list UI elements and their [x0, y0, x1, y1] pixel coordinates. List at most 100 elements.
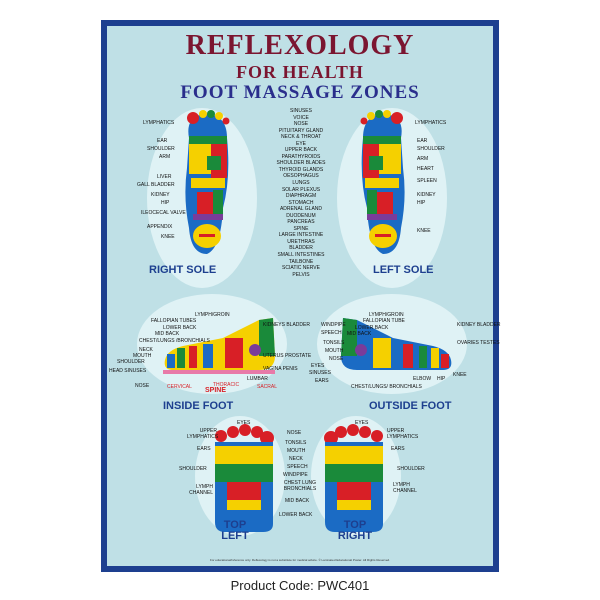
top-left-label: EARS	[197, 446, 211, 452]
top-center-label: SPEECH	[287, 464, 308, 470]
outside-foot-label: MID BACK	[347, 331, 372, 337]
top-center-label: CHEST LUNG BRONCHIALS	[283, 480, 317, 492]
left-sole-label: KIDNEY	[417, 192, 436, 198]
top-right-label: UPPER LYMPHATICS	[387, 428, 419, 440]
inside-foot-label: LUMBAR	[247, 376, 268, 382]
poster-frame: REFLEXOLOGY FOR HEALTH FOOT MASSAGE ZONE…	[101, 20, 501, 572]
sole-label: LUNGS	[292, 180, 310, 187]
inside-foot-label: CHEST/LUNGS /BRONCHIALS	[139, 338, 210, 344]
left-sole-label: HEART	[417, 166, 434, 172]
top-center-label: LOWER BACK	[279, 512, 313, 518]
sole-label: EYE	[295, 140, 306, 147]
sole-label: STOMACH	[288, 199, 314, 206]
inside-foot-label: LYMPH/GROIN	[195, 312, 230, 318]
right-sole-label: LIVER	[157, 174, 172, 180]
outside-foot-label: FALLOPIAN TUBE	[363, 318, 405, 324]
outside-foot-label: KIDNEY BLADDER	[457, 322, 501, 328]
top-center-label: MOUTH	[287, 448, 306, 454]
sole-label: VOICE	[293, 114, 309, 121]
outside-foot-label: CHEST/LUNGS/ BRONCHIALS	[351, 384, 422, 390]
poster-panel: REFLEXOLOGY FOR HEALTH FOOT MASSAGE ZONE…	[107, 26, 501, 566]
outside-foot-label: ELBOW	[413, 376, 432, 382]
right-sole-label: ILEOCECAL VALVE	[141, 210, 186, 216]
outside-foot-label: EYES	[311, 363, 325, 369]
inside-foot-label: UTERUS PROSTATE	[263, 353, 312, 359]
sole-label: TAILBONE	[288, 258, 314, 265]
top-right-label: LYMPH CHANNEL	[393, 482, 417, 494]
sole-label: PELVIS	[292, 271, 310, 278]
outside-foot-label: HIP	[437, 376, 446, 382]
sole-label: LARGE INTESTINE	[278, 232, 324, 239]
poster-title: REFLEXOLOGY	[185, 30, 415, 61]
inside-foot-label: SACRAL	[257, 384, 278, 390]
sole-label: NOSE	[293, 121, 309, 128]
left-sole-label: SPLEEN	[417, 178, 437, 184]
top-right-foot-diagram	[324, 424, 383, 532]
inside-foot-label: KIDNEYS BLADDER	[263, 322, 310, 328]
left-sole-label: HIP	[417, 200, 426, 206]
left-sole-label: EAR	[417, 138, 428, 144]
outside-foot-label: LOWER BACK	[355, 325, 389, 331]
inside-foot-label: CERVICAL	[167, 384, 192, 390]
sole-label: URETHRAS	[287, 238, 315, 245]
sole-label: BLADDER	[289, 245, 313, 252]
right-sole-label: SHOULDER	[147, 146, 175, 152]
top-right-label: EARS	[391, 446, 405, 452]
inside-foot-label: LOWER BACK	[163, 325, 197, 331]
sole-label: SINUSES	[290, 108, 312, 114]
top-center-label: WINDPIPE	[283, 472, 308, 478]
right-sole-label: HIP	[161, 200, 170, 206]
inside-foot-label: HEAD SINUSES	[109, 368, 147, 374]
sole-label: PANCREAS	[287, 219, 315, 226]
inside-foot-title: INSIDE FOOT	[163, 400, 234, 412]
poster-subtitle: FOR HEALTH	[236, 62, 364, 82]
left-sole-label: SHOULDER	[417, 146, 445, 152]
inside-foot-diagram	[163, 318, 275, 374]
outside-foot-label: EARS	[315, 378, 329, 384]
left-sole-label: LYMPHATICS	[415, 120, 447, 126]
outside-foot-label: NOSE	[329, 356, 344, 362]
right-sole-label: ARM	[159, 154, 171, 160]
right-sole-label: APPENDIX	[147, 224, 173, 230]
sole-label: DUODENUM	[286, 212, 316, 219]
inside-foot-label: THORACIC	[213, 382, 240, 388]
outside-foot-diagram	[341, 318, 452, 370]
top-left-foot-diagram	[215, 424, 274, 532]
outside-foot-label: KNEE	[453, 372, 467, 378]
sole-label: ADRENAL GLAND	[279, 206, 323, 213]
sole-label: NECK & THROAT	[280, 134, 322, 141]
top-left-title: TOP LEFT	[221, 519, 249, 542]
sole-label: DIAPHRAGM	[285, 193, 317, 200]
inside-foot-label: MOUTH	[133, 353, 152, 359]
top-left-label: LYMPH CHANNEL	[189, 484, 213, 496]
right-sole-label: GALL BLADDER	[137, 182, 175, 188]
left-sole-diagram	[360, 110, 405, 254]
outside-foot-label: WINDPIPE	[321, 322, 346, 328]
top-right-title: TOP RIGHT	[337, 519, 373, 542]
right-sole-label: EAR	[157, 138, 168, 144]
right-sole-label: KIDNEY	[151, 192, 170, 198]
inside-foot-spine: SPINE	[205, 387, 227, 394]
outside-foot-label: TONSILS	[323, 340, 345, 346]
sole-label: SOLAR PLEXUS	[281, 186, 321, 193]
sole-label: THYROID GLANDS	[278, 166, 324, 173]
outside-foot-title: OUTSIDE FOOT	[369, 400, 452, 412]
top-left-label: EYES	[237, 420, 251, 426]
outside-foot-label: OVARIES TESTES	[457, 340, 500, 346]
product-code: Product Code: PWC401	[230, 578, 370, 593]
fine-print: For educational/reference only. Reflexol…	[209, 558, 391, 562]
inside-foot-label: VAGINA PENIS	[263, 366, 298, 372]
sole-label: OESOPHAGUS	[283, 173, 319, 180]
top-center-label: NECK	[289, 456, 303, 462]
outside-foot-label: SINUSES	[309, 370, 331, 376]
outside-foot-label: LYMPH/GROIN	[369, 312, 404, 318]
inside-foot-label: MID BACK	[155, 331, 180, 337]
left-sole-label: ARM	[417, 156, 429, 162]
top-left-label: SHOULDER	[179, 466, 207, 472]
right-sole-label: LYMPHATICS	[143, 120, 175, 126]
left-sole-title: LEFT SOLE	[373, 264, 434, 276]
inside-foot-label: NECK	[139, 347, 153, 353]
sole-label: PARATHYROIDS	[281, 153, 321, 160]
top-center-label: TONSILS	[285, 440, 307, 446]
top-right-label: SHOULDER	[397, 466, 425, 472]
